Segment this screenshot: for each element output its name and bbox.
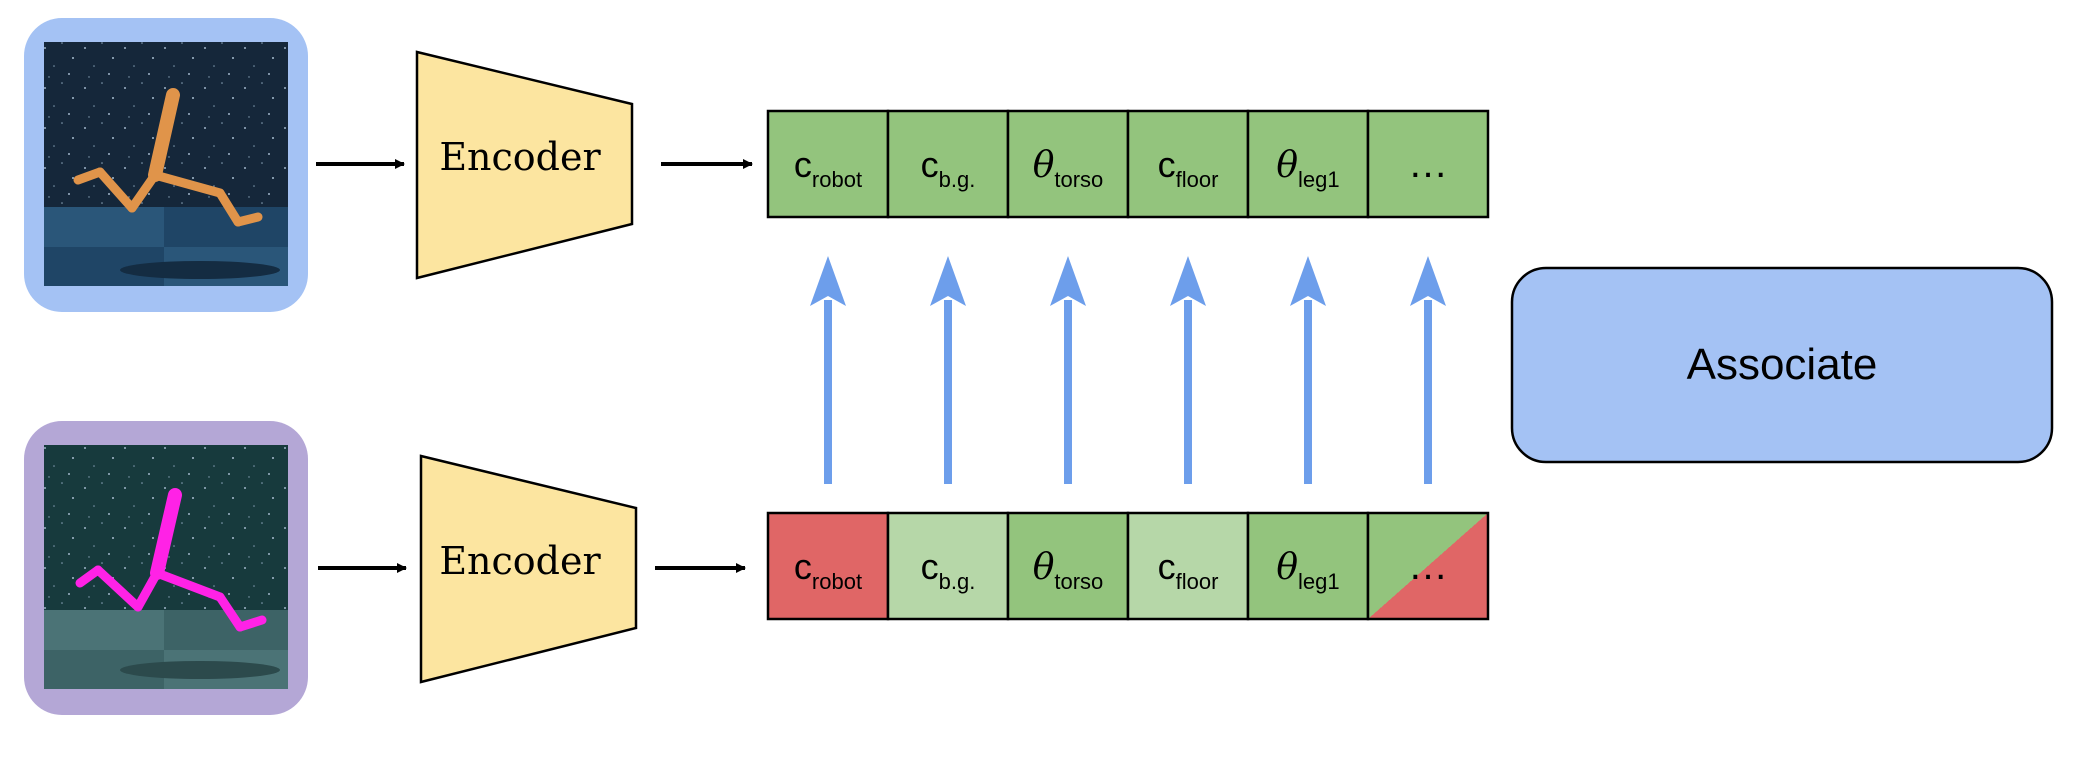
cell-symbol: θ xyxy=(1276,547,1298,588)
top-vector-cell-label: θtorso xyxy=(1033,145,1104,192)
association-arrow xyxy=(930,256,966,484)
association-arrows xyxy=(810,256,1446,484)
top-vector-cell-label: crobot xyxy=(794,144,862,192)
bottom-vector-cell-bg xyxy=(886,511,1010,621)
top-encoder-label: Encoder xyxy=(439,135,601,179)
top-vector-cell-bg xyxy=(1126,109,1250,219)
bottom-vector-cell-bg xyxy=(1366,511,1490,621)
bottom-vector-cell-bg xyxy=(1006,511,1130,621)
bottom-vector-cell: … xyxy=(1366,511,1490,621)
bottom-image-floor xyxy=(44,610,288,689)
bottom-vector-cell: θleg1 xyxy=(1246,511,1370,621)
bottom-vector-cell-label: … xyxy=(1408,544,1448,588)
bottom-encoder: Encoder xyxy=(419,454,638,684)
bottom-vector-cell: θtorso xyxy=(1006,511,1130,621)
bottom-encoder-shape xyxy=(419,454,638,684)
top-vector-cell: cb.g. xyxy=(886,109,1010,219)
bottom-encoder-label: Encoder xyxy=(439,539,601,583)
cell-symbol: … xyxy=(1408,544,1448,588)
top-vector-cell: … xyxy=(1366,109,1490,219)
cell-subscript: leg1 xyxy=(1298,569,1340,594)
cell-subscript: b.g. xyxy=(939,167,976,192)
bottom-walker-figure xyxy=(75,488,267,632)
top-vector-cell-bg xyxy=(886,109,1010,219)
associate-box: Associate xyxy=(1510,266,2054,464)
top-vector-cell: crobot xyxy=(766,109,890,219)
bottom-vector-cell-label: cb.g. xyxy=(921,546,976,594)
association-arrow xyxy=(1050,256,1086,484)
bottom-vector-cell-label: θtorso xyxy=(1033,547,1104,594)
bottom-vector-cell-label: cfloor xyxy=(1158,546,1219,594)
cell-subscript: robot xyxy=(812,167,862,192)
cell-subscript: torso xyxy=(1054,569,1103,594)
top-vector-cell-bg xyxy=(1366,109,1490,219)
cell-subscript: floor xyxy=(1176,167,1219,192)
cell-symbol: c xyxy=(1158,546,1176,587)
top-encoder: Encoder xyxy=(415,50,634,280)
cell-symbol: c xyxy=(794,144,812,185)
bottom-vector-cell: crobot xyxy=(766,511,890,621)
top-vector-cell: θleg1 xyxy=(1246,109,1370,219)
cell-subscript: leg1 xyxy=(1298,167,1340,192)
top-vector-cell-bg xyxy=(1006,109,1130,219)
top-encoder-shape xyxy=(415,50,634,280)
top-vector-cell-label: … xyxy=(1408,142,1448,186)
bottom-vector-cell: cb.g. xyxy=(886,511,1010,621)
bottom-vector-cell-bg xyxy=(766,511,890,621)
associate-label: Associate xyxy=(1687,340,1878,389)
top-input-image xyxy=(24,18,308,312)
bottom-vector-cell-bg xyxy=(1126,511,1250,621)
cell-subscript: robot xyxy=(812,569,862,594)
top-vector-cell: θtorso xyxy=(1006,109,1130,219)
cell-subscript: torso xyxy=(1054,167,1103,192)
top-vector-cell-bg xyxy=(766,109,890,219)
bottom-vector-cell-bg xyxy=(1246,511,1370,621)
bottom-input-image xyxy=(24,421,308,715)
cell-symbol: θ xyxy=(1033,145,1055,186)
association-arrow xyxy=(1290,256,1326,484)
top-walker-figure xyxy=(73,88,263,227)
associate-box-shape xyxy=(1510,266,2054,464)
top-vector-cell-label: cfloor xyxy=(1158,144,1219,192)
bottom-vector-cell-label: crobot xyxy=(794,546,862,594)
cell-symbol: θ xyxy=(1276,145,1298,186)
cell-symbol: c xyxy=(1158,144,1176,185)
cell-symbol: θ xyxy=(1033,547,1055,588)
bottom-vector-cell-label: θleg1 xyxy=(1276,547,1339,594)
cell-symbol: c xyxy=(921,144,939,185)
cell-symbol: c xyxy=(794,546,812,587)
cell-symbol: … xyxy=(1408,142,1448,186)
bottom-vector-cell: cfloor xyxy=(1126,511,1250,621)
association-arrow xyxy=(810,256,846,484)
association-arrow xyxy=(1170,256,1206,484)
cell-symbol: c xyxy=(921,546,939,587)
top-vector-cell: cfloor xyxy=(1126,109,1250,219)
association-arrow xyxy=(1410,256,1446,484)
top-vector-cell-bg xyxy=(1246,109,1370,219)
top-vector-cell-label: θleg1 xyxy=(1276,145,1339,192)
cell-subscript: floor xyxy=(1176,569,1219,594)
cell-subscript: b.g. xyxy=(939,569,976,594)
top-vector-cell-label: cb.g. xyxy=(921,144,976,192)
